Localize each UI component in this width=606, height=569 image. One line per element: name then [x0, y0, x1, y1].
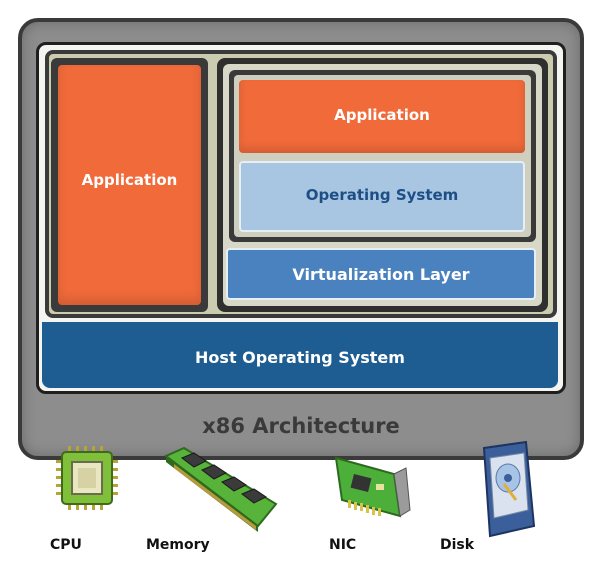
nic-label: NIC	[329, 537, 357, 553]
virtualization-layer-label: Virtualization Layer	[292, 264, 470, 284]
disk-label: Disk	[440, 537, 475, 553]
cpu-chip-icon	[56, 446, 118, 510]
guest-operating-system-box: Operating System	[239, 161, 525, 232]
host-operating-system-box: Host Operating System	[42, 322, 558, 388]
guest-operating-system-label: Operating System	[305, 185, 459, 204]
memory-label: Memory	[146, 537, 210, 553]
x86-architecture-label: x86 Architecture	[202, 414, 400, 438]
host-operating-system-label: Host Operating System	[195, 347, 405, 367]
application-right-box: Application	[239, 80, 525, 153]
disk-drive-icon	[482, 440, 536, 538]
network-card-icon	[334, 456, 411, 518]
virtualization-layer-box: Virtualization Layer	[226, 248, 536, 300]
cpu-label: CPU	[50, 537, 82, 553]
memory-module-icon	[164, 446, 278, 532]
application-left-box: Application	[58, 65, 201, 305]
application-right-label: Application	[334, 105, 430, 124]
application-left-label: Application	[81, 171, 178, 189]
